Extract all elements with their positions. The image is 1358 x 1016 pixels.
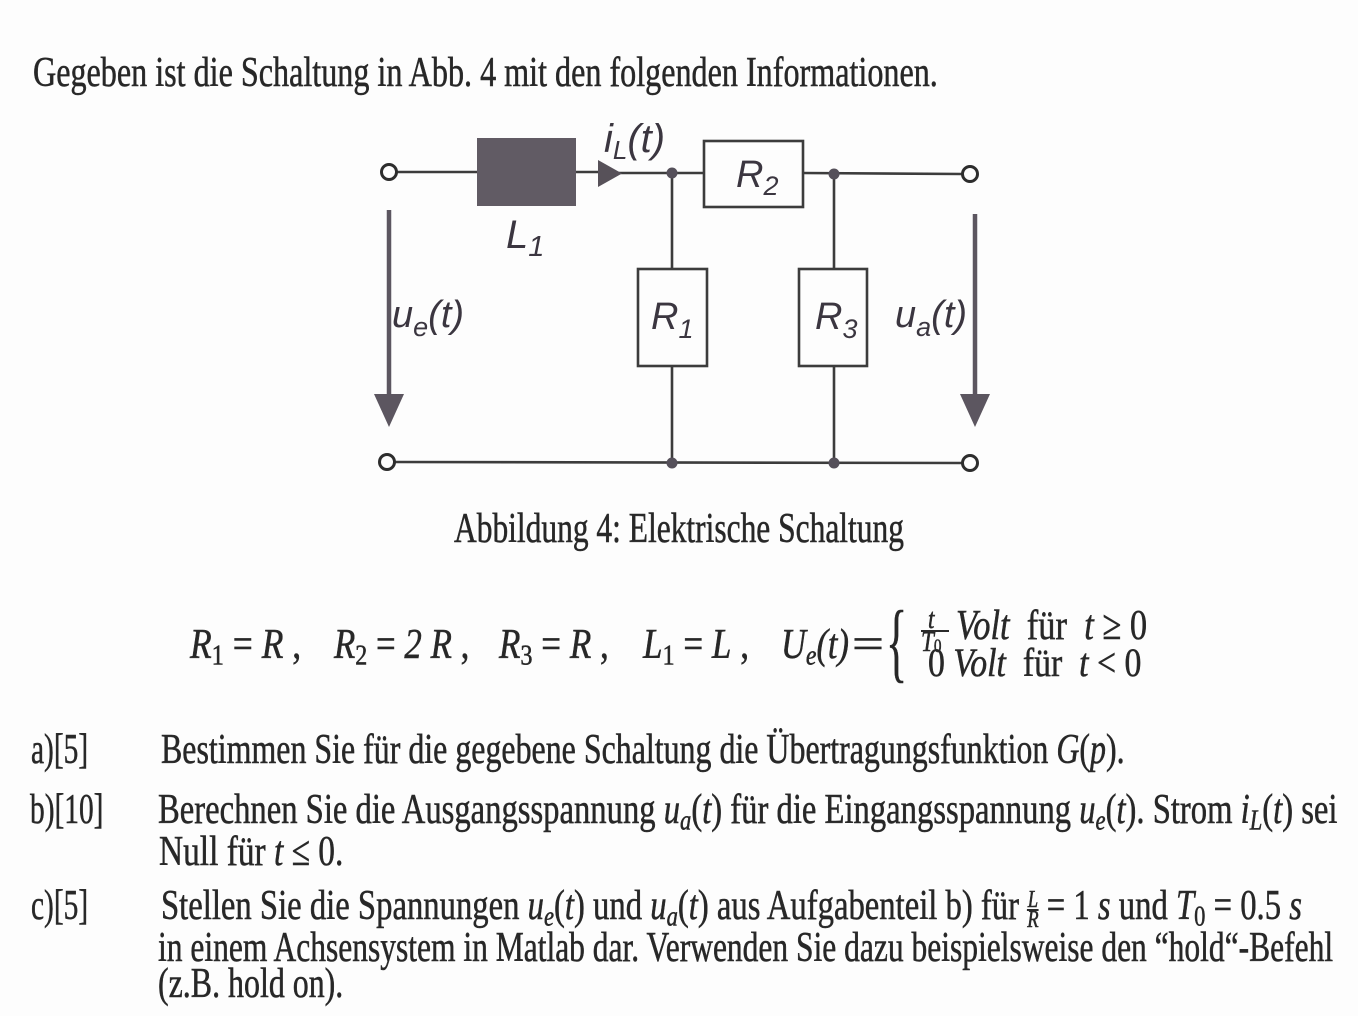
svg-text:iL(t): iL(t) bbox=[604, 117, 665, 165]
svg-text:ue(t): ue(t) bbox=[392, 294, 464, 342]
svg-text:L1: L1 bbox=[506, 213, 544, 263]
svg-text:ua(t): ua(t) bbox=[895, 294, 967, 342]
